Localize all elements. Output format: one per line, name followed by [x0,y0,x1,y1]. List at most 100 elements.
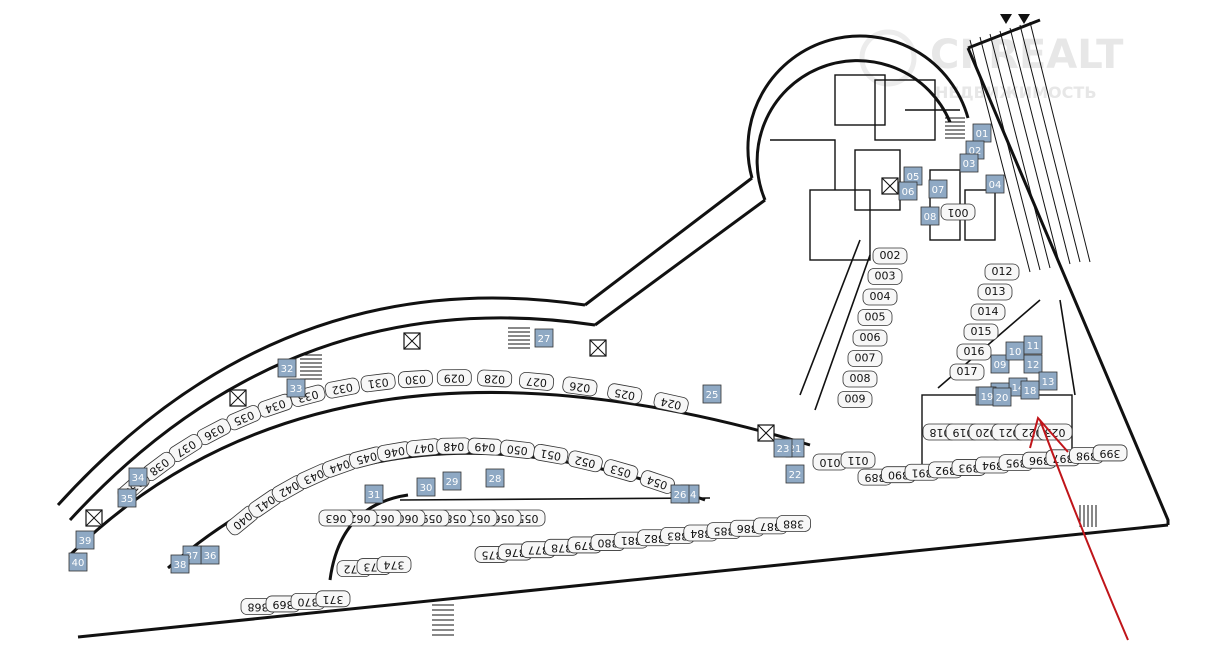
box-shape [485,468,505,488]
car-icon [970,303,1006,321]
box-number: 22 [789,470,802,481]
spot-number: 032 [331,380,354,397]
spot-number: 380 [598,537,619,550]
parking-spot: 005 [857,309,893,326]
box-shape [1023,354,1043,374]
spot-number: 061 [374,512,395,525]
spot-number: 030 [405,372,427,386]
storage-box: 31 [364,484,384,504]
car-icon [562,376,598,397]
car-icon [360,372,396,393]
car-icon [324,377,360,399]
spot-number: 045 [355,449,379,467]
box-shape [773,438,793,458]
parking-spot: 007 [847,350,883,367]
box-shape [670,484,690,504]
car-icon [867,268,903,285]
spot-number: 376 [505,546,526,559]
elevator-icon [85,509,103,527]
spot-number: 368 [248,601,269,614]
car-icon [940,203,976,221]
box-number: 37 [186,551,199,562]
spot-number: 046 [383,444,406,460]
spot-number: 384 [690,527,711,540]
car-icon [653,392,689,414]
car-icon [318,509,354,527]
spot-number: 026 [569,379,592,395]
spot-number: 381 [621,534,642,547]
storage-box: 26 [670,484,690,504]
box-number: 09 [994,360,1007,371]
parking-spot: 027 [518,371,555,391]
spot-number: 013 [985,285,1006,298]
spot-number: 379 [574,539,595,552]
spot-number: 025 [613,386,636,403]
parking-spot: 388 [776,515,811,532]
box-number: 28 [489,474,502,485]
parking-spot: 014 [970,303,1006,321]
spot-number: 006 [860,331,881,344]
box-shape [898,181,918,201]
spot-number: 392 [935,464,956,477]
elevator-icon [757,424,775,442]
parking-spot: 054 [639,470,675,494]
spot-number: 024 [659,395,682,412]
box-number: 32 [281,364,294,375]
parking-spot: 050 [499,439,535,459]
parking-spot: 046 [376,441,413,462]
parking-spot: 371 [315,590,351,608]
car-icon [837,391,873,408]
car-icon [842,370,878,388]
spot-number: 009 [845,393,866,406]
spot-number: 054 [645,473,669,492]
storage-box: 33 [286,378,306,398]
box-number: 27 [538,334,551,345]
elevator-icon [403,332,421,350]
spot-number: 390 [888,469,909,482]
parking-spot: 001 [940,203,976,221]
car-icon [963,323,999,341]
car-icon [872,247,908,265]
car-icon [862,288,898,306]
spot-number: 028 [484,372,506,386]
box-number: 30 [420,483,433,494]
box-number: 05 [907,172,920,183]
storage-box: 13 [1038,371,1058,391]
box-shape [286,378,306,398]
spot-number: 014 [978,305,999,318]
spot-number: 018 [930,426,951,439]
storage-box: 09 [990,354,1010,374]
parking-spot: 017 [949,363,985,381]
parking-spot: 002 [872,247,908,265]
elevator-icon [881,177,899,195]
box-number: 34 [132,473,145,484]
box-number: 07 [932,185,945,196]
storage-box: 11 [1023,335,1043,355]
spot-number: 060 [398,512,419,525]
storage-boxes: 0102030405060708091011121314151618192021… [68,123,1058,574]
box-shape [959,153,979,173]
parking-spot: 012 [984,263,1020,281]
box-shape [1023,335,1043,355]
parking-spot: 013 [977,283,1013,301]
box-shape [117,488,137,508]
spot-number: 396 [1029,454,1050,467]
spot-number: 375 [482,548,503,561]
parking-spot: 009 [837,391,873,408]
spot-number: 029 [444,372,465,385]
box-number: 08 [924,212,937,223]
car-icon [436,369,472,387]
car-icon [776,515,811,532]
spot-number: 052 [573,453,596,470]
box-number: 20 [996,393,1009,404]
spot-number: 015 [971,325,992,338]
parking-spot: 374 [376,556,412,573]
spot-number: 371 [323,593,344,606]
car-icon [840,451,876,469]
spot-number: 059 [422,512,443,525]
parking-spot: 016 [956,343,992,361]
box-number: 10 [1009,347,1022,358]
storage-box: 05 [903,166,923,186]
storage-box: 34 [128,467,148,487]
spot-number: 048 [443,440,464,453]
